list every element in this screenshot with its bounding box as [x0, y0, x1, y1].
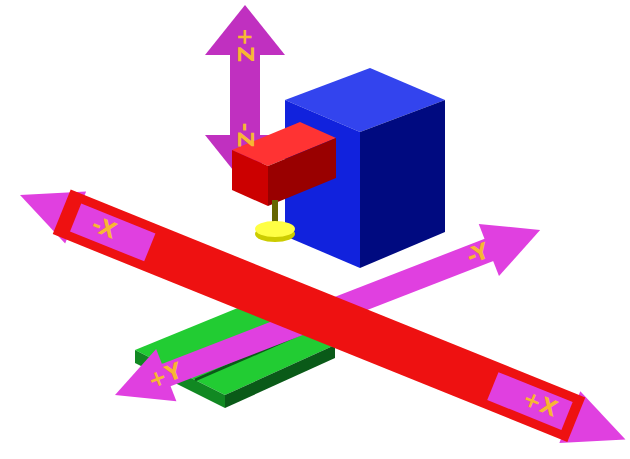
axis-label: +Z	[234, 28, 256, 62]
label-patch	[487, 372, 572, 430]
label-patch	[70, 204, 155, 262]
tool	[255, 221, 295, 237]
tool-stem	[272, 200, 278, 224]
spindle-head-front	[360, 100, 445, 268]
spindle-block	[232, 150, 268, 206]
y-arrow-head	[479, 204, 551, 276]
spindle-block	[268, 138, 336, 206]
axis-label: -Z	[234, 122, 256, 147]
